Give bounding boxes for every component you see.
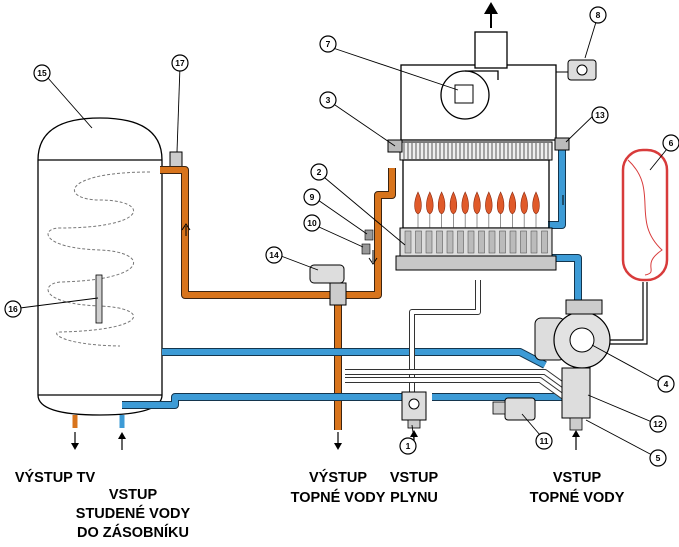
callout-16: 16 [4,300,22,318]
burner-rib [404,230,412,254]
captions: VÝSTUP TV VSTUP STUDENÉ VODY DO ZÁSOBNÍK… [15,468,625,541]
callout-17: 17 [171,54,189,72]
flame [437,191,446,215]
filling-valve [492,397,536,421]
caption-vstup-studene-1: VSTUP [109,487,158,503]
callout-13-number: 13 [595,110,605,120]
heat-exchanger-fins [403,143,549,159]
callout-3-number: 3 [326,95,331,105]
burner-rib [509,230,517,254]
callout-9: 9 [303,188,321,206]
flow-sensor [364,229,374,241]
caption-vstup-plynu-1: VSTUP [390,470,439,486]
three-way-valve [309,264,347,306]
flame [461,191,469,215]
callout-16-number: 16 [8,304,18,314]
boiler-body [361,2,597,271]
callout-4-number: 4 [664,379,669,389]
flame [485,191,493,215]
burner-rib [457,230,464,254]
callout-1: 1 [399,437,417,455]
gas-valve [401,391,427,429]
callout-2-number: 2 [317,167,322,177]
callout-2: 2 [310,163,328,181]
callout-10-number: 10 [307,218,317,228]
burner [399,227,553,257]
callout-14-number: 14 [269,250,279,260]
callout-13: 13 [591,106,609,124]
caption-vystup-topne-2: TOPNÉ VODY [291,489,386,506]
callout-11: 11 [535,432,553,450]
callout-15: 15 [33,64,51,82]
burner-rib [520,230,527,254]
flame [520,191,528,215]
temperature-sensor [554,137,570,151]
expansion-vessel [621,148,669,282]
flame [496,191,505,215]
callout-15-number: 15 [37,68,47,78]
burner-rib [425,230,433,254]
callout-11-number: 11 [540,436,549,446]
burner-flames [414,191,540,228]
flame [508,191,517,215]
callout-12: 12 [649,415,667,433]
flue-outlet [474,31,508,69]
burner-rib [541,230,548,254]
burner-rib [415,230,422,254]
burner-rib [499,230,506,254]
callout-8: 8 [589,6,607,24]
flame [426,191,434,215]
callout-leaders [19,21,672,456]
anode-rod [95,274,103,324]
burner-rib [446,230,454,254]
outlet-arrows [71,430,580,450]
burner-rib [488,230,496,254]
flame [532,191,540,215]
flame [414,191,422,215]
return-valve [561,367,591,431]
circulation-pump [534,299,611,369]
callout-1-number: 1 [406,441,411,451]
storage-tank [37,117,183,428]
callout-7-number: 7 [326,39,331,49]
callout-3: 3 [319,91,337,109]
fan [440,70,499,120]
flame [473,191,481,215]
callout-8-number: 8 [596,10,601,20]
callout-5: 5 [649,449,667,467]
callout-5-number: 5 [656,453,661,463]
burner-rib [530,230,538,254]
callout-12-number: 12 [653,419,663,429]
caption-vstup-plynu-2: PLYNU [390,490,438,506]
overheat-sensor [361,243,371,255]
callout-6: 6 [662,134,679,152]
caption-vstup-topne-2: TOPNÉ VODY [530,489,625,506]
burner-ribs [404,230,548,254]
callout-10: 10 [303,214,321,232]
burner-rib [478,230,485,254]
callout-7: 7 [319,35,337,53]
callout-9-number: 9 [310,192,315,202]
burner-rib [467,230,475,254]
callout-14: 14 [265,246,283,264]
caption-vystup-tv: VÝSTUP TV [15,468,96,486]
tank-sensor [169,151,183,169]
caption-vystup-topne-1: VÝSTUP [309,468,367,486]
burner-rib [436,230,443,254]
flame [449,191,458,215]
callout-4: 4 [657,375,675,393]
callout-17-number: 17 [175,58,185,68]
caption-vstup-topne-1: VSTUP [553,470,602,486]
callout-6-number: 6 [669,138,674,148]
caption-vstup-studene-3: DO ZÁSOBNÍKU [77,524,189,541]
caption-vstup-studene-2: STUDENÉ VODY [76,505,191,522]
pressure-switch [556,59,597,81]
